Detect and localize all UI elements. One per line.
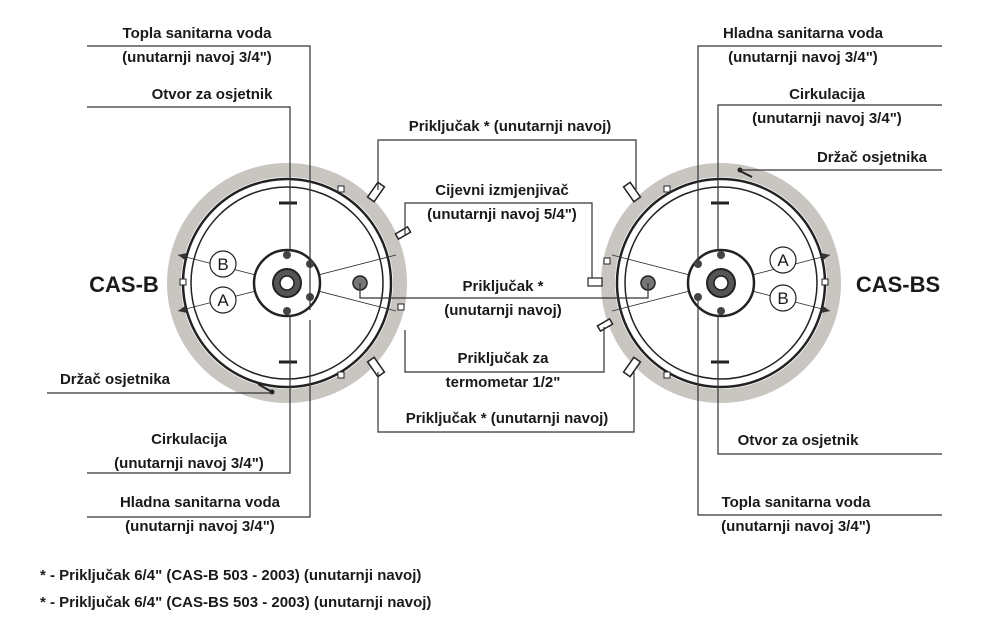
leader-sensor-opening-left — [87, 106, 291, 250]
footnote-cas-b: * - Priključak 6/4" (CAS-B 503 - 2003) (… — [40, 567, 422, 584]
label-circulation-left: Cirkulacija — [151, 431, 228, 448]
label-sensor-holder-left: Držač osjetnika — [60, 371, 171, 388]
label-connection-bottom: Priključak * (unutarnji navoj) — [406, 410, 609, 427]
left-fitting-top — [283, 251, 291, 259]
label-hot-water-thread-right: (unutarnji navoj 3/4") — [721, 518, 871, 535]
left-lug — [397, 303, 405, 311]
center-leader-lines — [359, 139, 649, 433]
label-connection-mid-thread: (unutarnji navoj) — [444, 302, 562, 319]
left-port-a-badge — [209, 286, 237, 314]
left-arrow-head — [178, 306, 187, 313]
right-flange-core — [713, 275, 729, 291]
leader-connection-bottom — [377, 372, 635, 433]
leader-hot-water-right — [697, 300, 942, 516]
label-cold-water-right: Hladna sanitarna voda — [723, 25, 884, 42]
right-port-b-label: B — [777, 289, 788, 308]
label-thermometer: Priključak za — [458, 350, 550, 367]
right-fitting-top — [717, 251, 725, 259]
leader-sensor-opening-right — [717, 315, 942, 455]
right-arrow-head — [821, 253, 830, 260]
leader-connection-mid — [359, 283, 649, 299]
leader-hot-water-left — [87, 45, 311, 310]
left-port-b-label: B — [217, 255, 228, 274]
left-leader-lines — [47, 45, 311, 518]
right-fitting-left-bottom — [694, 293, 702, 301]
model-label-cas-b: CAS-B — [89, 272, 159, 297]
left-flange-core — [279, 275, 295, 291]
leader-circulation-left — [87, 315, 291, 474]
label-sensor-opening-right: Otvor za osjetnik — [738, 432, 860, 449]
leader-cold-water-left — [87, 320, 311, 518]
right-tank: A B — [596, 163, 841, 403]
right-lug — [663, 185, 671, 193]
left-arrow-head — [178, 253, 187, 260]
left-fitting-bottom — [283, 307, 291, 315]
leader-circulation-right — [717, 104, 942, 250]
leader-connection-top — [377, 139, 637, 190]
label-circulation-right: Cirkulacija — [789, 86, 866, 103]
right-insulation-ring — [601, 163, 841, 403]
label-circulation-thread-left: (unutarnji navoj 3/4") — [114, 455, 264, 472]
leader-cold-water-right — [697, 45, 942, 262]
label-heat-exchanger: Cijevni izmjenjivač — [435, 182, 568, 199]
right-port-b-badge — [769, 284, 797, 312]
label-thermometer-thread: termometar 1/2" — [446, 374, 561, 391]
label-hot-water-left: Topla sanitarna voda — [123, 25, 273, 42]
left-nozzle-bottom — [366, 356, 386, 378]
left-sensor-holder — [257, 383, 273, 393]
right-thermometer-nozzle — [596, 317, 614, 333]
model-label-cas-bs: CAS-BS — [856, 272, 940, 297]
label-circulation-thread-right: (unutarnji navoj 3/4") — [752, 110, 902, 127]
label-sensor-holder-right: Držač osjetnika — [817, 149, 928, 166]
label-hot-water-thread-left: (unutarnji navoj 3/4") — [122, 49, 272, 66]
right-nozzle-bottom — [622, 356, 642, 378]
left-lug — [337, 185, 345, 193]
label-connection-top: Priključak * (unutarnji navoj) — [409, 118, 612, 135]
label-connection-mid: Priključak * — [463, 278, 544, 295]
label-hot-water-right: Topla sanitarna voda — [722, 494, 872, 511]
label-heat-exchanger-thread: (unutarnji navoj 5/4") — [427, 206, 577, 223]
right-lug — [663, 371, 671, 379]
left-sensor-holder-tip — [269, 389, 275, 395]
right-leader-lines — [697, 45, 942, 516]
left-tank: B A — [167, 163, 412, 403]
right-arrow-head — [821, 306, 830, 313]
right-fitting-bottom — [717, 307, 725, 315]
leader-thermometer — [404, 327, 605, 373]
left-lug — [179, 278, 187, 286]
right-port-a-badge — [769, 246, 797, 274]
left-insulation-ring — [167, 163, 407, 403]
right-port-a-label: A — [777, 251, 789, 270]
right-fitting-left-top — [694, 260, 702, 268]
left-thermometer-nozzle — [394, 225, 412, 241]
label-cold-water-left: Hladna sanitarna voda — [120, 494, 281, 511]
right-nozzle-top — [622, 181, 642, 203]
left-lug — [337, 371, 345, 379]
right-lug — [603, 257, 611, 265]
right-lug — [821, 278, 829, 286]
left-port-a-label: A — [217, 291, 229, 310]
label-sensor-opening-left: Otvor za osjetnik — [152, 86, 274, 103]
right-inner-shell — [624, 186, 818, 380]
left-nozzle-top — [366, 181, 386, 203]
label-cold-water-thread-right: (unutarnji navoj 3/4") — [728, 49, 878, 66]
heat-exchanger-stub — [587, 277, 603, 287]
footnote-cas-bs: * - Priključak 6/4" (CAS-BS 503 - 2003) … — [40, 594, 432, 611]
left-inner-shell — [190, 186, 384, 380]
label-cold-water-thread-left: (unutarnji navoj 3/4") — [125, 518, 275, 535]
left-port-b-badge — [209, 250, 237, 278]
